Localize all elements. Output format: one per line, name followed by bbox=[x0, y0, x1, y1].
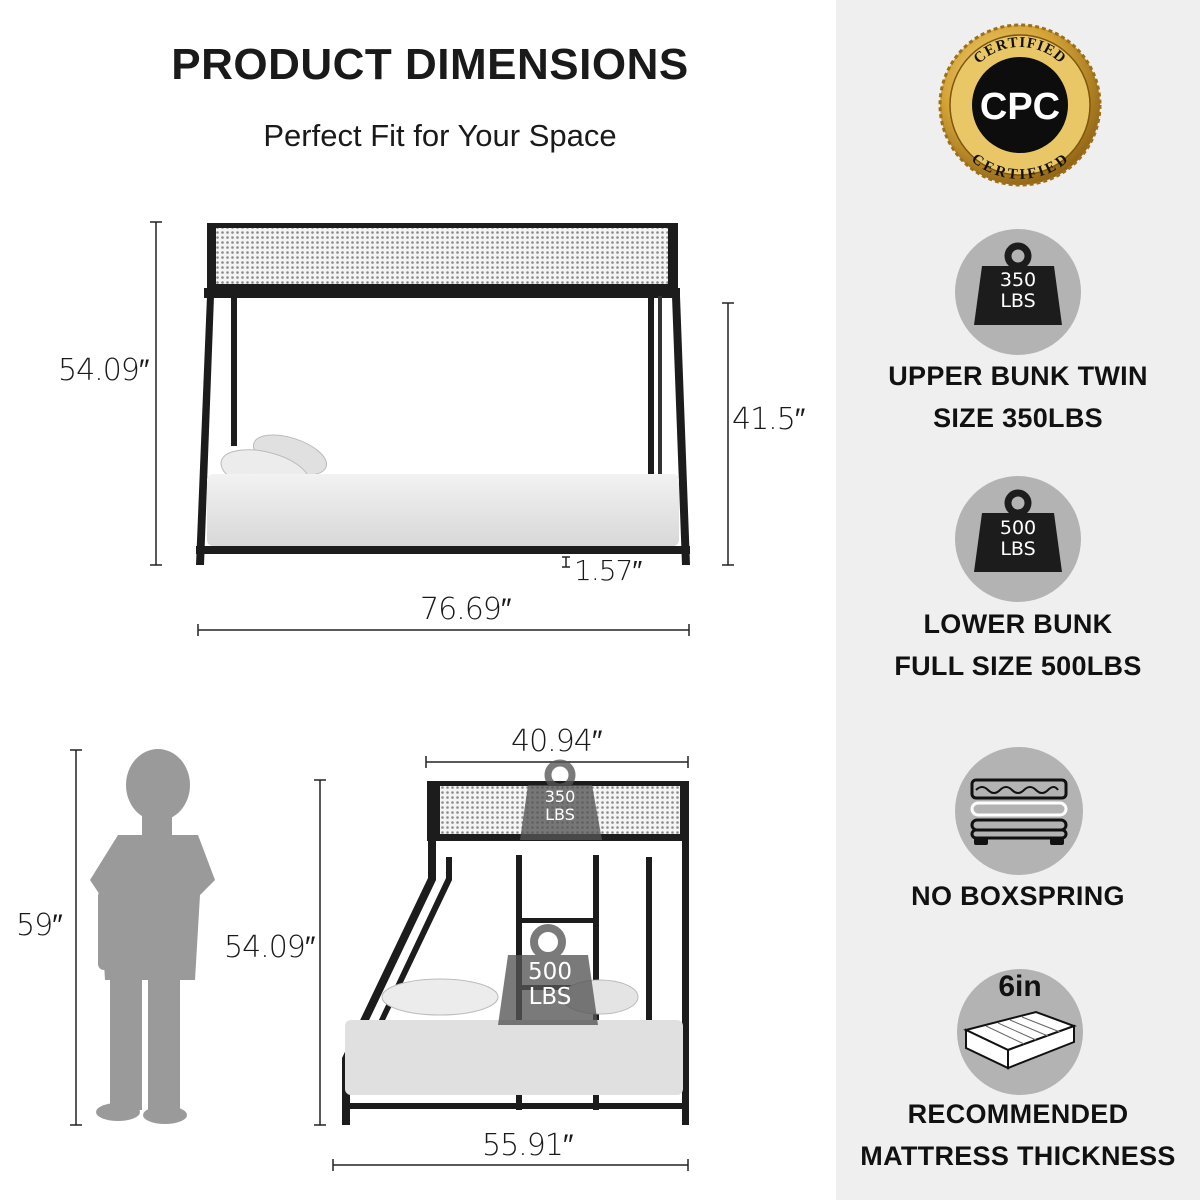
side-bottom-width-label: 55.91″ bbox=[482, 1128, 574, 1163]
side-view-illustration bbox=[70, 749, 689, 1171]
front-total-height-label: 54.09″ bbox=[58, 353, 150, 388]
mattress-6in-icon bbox=[957, 969, 1083, 1095]
upper-weight-badge-text: 350 LBS bbox=[544, 787, 576, 824]
lower-weight-badge-icon bbox=[498, 924, 598, 1025]
child-height-label: 59″ bbox=[16, 908, 63, 943]
page-title: PRODUCT DIMENSIONS bbox=[171, 40, 689, 89]
feature-lower-bunk: LOWER BUNK FULL SIZE 500LBS bbox=[894, 609, 1142, 681]
front-view-bed-illustration bbox=[150, 221, 734, 636]
seal-center-text: CPC bbox=[980, 86, 1060, 128]
feature-no-boxspring: NO BOXSPRING bbox=[911, 881, 1125, 911]
weight-500-badge-text: 500 LBS bbox=[999, 517, 1037, 560]
upper-weight-badge-icon bbox=[520, 759, 602, 840]
lower-height-dimension-line bbox=[722, 302, 734, 566]
front-lower-height-label: 41.5″ bbox=[732, 402, 805, 437]
mattress-thickness-badge: 6in bbox=[998, 970, 1042, 1003]
front-length-label: 76.69″ bbox=[420, 592, 512, 627]
front-clearance-label: 1.57″ bbox=[574, 554, 642, 587]
page-subtitle: Perfect Fit for Your Space bbox=[263, 118, 617, 153]
feature-upper-bunk: UPPER BUNK TWIN SIZE 350LBS bbox=[888, 361, 1148, 433]
height-dimension-line bbox=[150, 221, 162, 566]
weight-350-badge-text: 350 LBS bbox=[999, 269, 1037, 312]
no-boxspring-icon bbox=[955, 747, 1083, 875]
length-dimension-line bbox=[197, 624, 690, 636]
lower-weight-badge-text: 500 LBS bbox=[528, 959, 572, 1010]
child-silhouette bbox=[90, 749, 215, 1124]
side-height-label: 54.09″ bbox=[224, 930, 316, 965]
feature-mattress-thickness: RECOMMENDED MATTRESS THICKNESS bbox=[860, 1099, 1176, 1171]
cpc-certified-seal-icon: CERTIFIED CERTIFIED CPC bbox=[938, 23, 1102, 187]
weight-500-icon bbox=[955, 476, 1081, 602]
side-top-width-label: 40.94″ bbox=[511, 724, 603, 759]
weight-350-icon bbox=[955, 229, 1081, 355]
